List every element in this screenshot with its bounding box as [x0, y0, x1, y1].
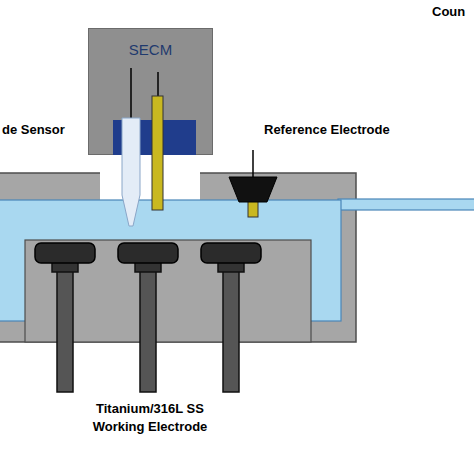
part-label: Titanium/316L SS Working Electrode: [70, 400, 230, 435]
electrode-head: [118, 243, 178, 263]
reference-wire: [252, 150, 254, 178]
lid-opening: [100, 172, 200, 201]
sensor-probe: [122, 118, 140, 226]
electrode-head: [201, 243, 261, 263]
instrument-name: SECM: [89, 29, 212, 58]
electrode-stem: [140, 262, 156, 392]
electrode-stem: [223, 262, 239, 392]
cell-housing: [0, 173, 356, 342]
part-label: Reference Electrode: [264, 122, 390, 137]
electrode-stem: [57, 262, 73, 392]
probe-wire: [130, 68, 132, 120]
reference-stopper: [229, 177, 277, 202]
electrode-head: [35, 243, 95, 263]
part-label: Coun: [432, 4, 465, 19]
counter-wire: [157, 72, 159, 96]
instrument-box: SECM: [88, 28, 213, 155]
working-electrodes: [35, 243, 261, 392]
part-label: de Sensor: [2, 122, 65, 137]
outlet-tube: [338, 199, 474, 210]
counter-electrode: [152, 96, 163, 210]
